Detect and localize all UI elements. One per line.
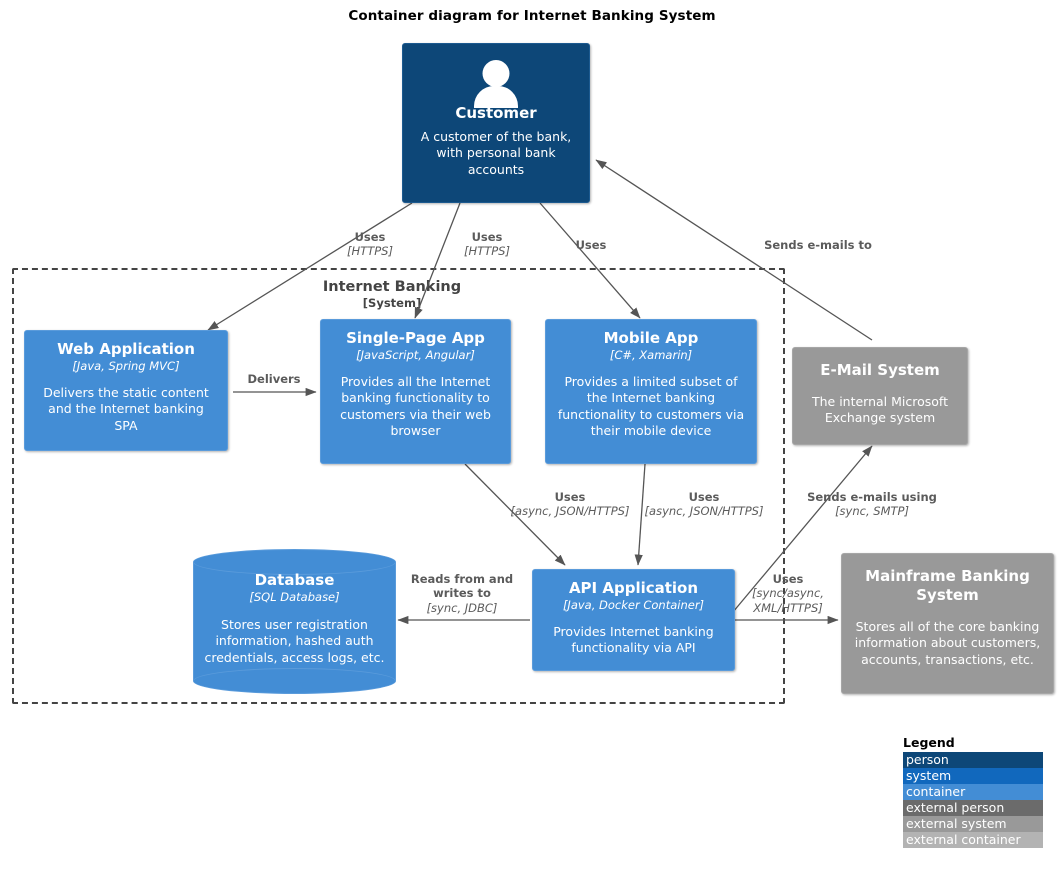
edge-label-main: Reads from and writes to (410, 572, 514, 601)
node-mainframe-banking-system-name: Mainframe Banking System (865, 567, 1030, 604)
node-mobile-app-name: Mobile App (603, 329, 699, 347)
node-database[interactable]: Database [SQL Database] Stores user regi… (193, 549, 396, 694)
person-icon (474, 60, 518, 108)
node-single-page-app-description: Provides all the Internet banking functi… (340, 373, 491, 439)
node-web-application[interactable]: Web Application [Java, Spring MVC] Deliv… (24, 330, 228, 451)
legend-item-person: person (903, 752, 1043, 768)
edge-label-main: Uses (688, 490, 720, 504)
boundary-type: [System] (362, 296, 422, 311)
edge-label-tech: [async, JSON/HTTPS] (644, 504, 764, 519)
legend-item-container: container (903, 784, 1043, 800)
edge-label-tech: [sync, JDBC] (426, 600, 498, 615)
edge-label-customer-mobile: Uses (550, 238, 632, 252)
edge-label-api-email: Sends e-mails using [sync, SMTP] (801, 490, 943, 519)
edge-label-customer-web: Uses [HTTPS] (329, 230, 411, 259)
edge-label-spa-api: Uses [async, JSON/HTTPS] (503, 490, 637, 519)
node-web-application-tech: [Java, Spring MVC] (72, 358, 180, 373)
node-single-page-app-name: Single-Page App (346, 329, 485, 347)
legend-item-external-container: external container (903, 832, 1043, 848)
edge-label-main: Uses (554, 490, 586, 504)
system-boundary-label: Internet Banking [System] (292, 278, 492, 311)
node-mobile-app-tech: [C#, Xamarin] (609, 347, 693, 362)
edge-label-tech: [HTTPS] (464, 244, 510, 259)
edge-label-main: Sends e-mails using (807, 490, 937, 504)
node-api-application-tech: [Java, Docker Container] (562, 597, 705, 612)
edge-label-tech: [HTTPS] (347, 244, 393, 259)
node-web-application-name: Web Application (57, 340, 195, 358)
legend-item-system: system (903, 768, 1043, 784)
edge-label-tech: [sync/async, XML/HTTPS] (752, 586, 824, 615)
edge-label-main: Uses (471, 230, 503, 244)
node-email-system[interactable]: E-Mail System The internal Microsoft Exc… (792, 347, 968, 445)
page-title: Container diagram for Internet Banking S… (348, 8, 716, 24)
node-database-name: Database (254, 571, 335, 589)
node-single-page-app[interactable]: Single-Page App [JavaScript, Angular] Pr… (320, 319, 511, 464)
node-mobile-app-description: Provides a limited subset of the Interne… (557, 373, 745, 439)
node-mainframe-banking-system-description: Stores all of the core banking informati… (854, 618, 1041, 667)
database-cylinder-top (193, 549, 396, 575)
node-customer-name: Customer (455, 104, 537, 122)
legend-title: Legend (903, 735, 955, 750)
database-content: Database [SQL Database] Stores user regi… (193, 571, 396, 666)
node-api-application-name: API Application (568, 579, 699, 597)
node-mobile-app[interactable]: Mobile App [C#, Xamarin] Provides a limi… (545, 319, 757, 464)
node-customer-description: A customer of the bank, with personal ba… (420, 128, 572, 177)
edge-label-api-database: Reads from and writes to [sync, JDBC] (400, 572, 524, 615)
edge-label-tech: [async, JSON/HTTPS] (510, 504, 630, 519)
database-cylinder-bottom (193, 668, 396, 694)
node-database-description: Stores user registration information, ha… (204, 616, 385, 665)
edge-label-web-spa: Delivers (234, 372, 314, 386)
node-api-application-description: Provides Internet banking functionality … (553, 623, 714, 656)
edge-label-main: Uses (575, 238, 607, 252)
legend-item-external-person: external person (903, 800, 1043, 816)
node-mainframe-banking-system[interactable]: Mainframe Banking System Stores all of t… (841, 553, 1054, 694)
edge-label-email-customer: Sends e-mails to (744, 238, 892, 252)
edge-label-customer-spa: Uses [HTTPS] (446, 230, 528, 259)
node-web-application-description: Delivers the static content and the Inte… (43, 384, 209, 433)
edge-label-main: Sends e-mails to (764, 238, 872, 252)
edge-label-mobile-api: Uses [async, JSON/HTTPS] (637, 490, 771, 519)
node-email-system-name: E-Mail System (820, 361, 940, 379)
edge-label-main: Uses (772, 572, 804, 586)
edge-label-main: Uses (354, 230, 386, 244)
node-single-page-app-tech: [JavaScript, Angular] (356, 347, 475, 362)
edge-label-api-mainframe: Uses [sync/async, XML/HTTPS] (740, 572, 836, 615)
edge-label-main: Delivers (247, 372, 301, 386)
node-api-application[interactable]: API Application [Java, Docker Container]… (532, 569, 735, 671)
database-cylinder-body (193, 562, 396, 681)
boundary-name: Internet Banking (322, 279, 462, 295)
node-database-tech: [SQL Database] (249, 589, 340, 604)
edge-label-tech: [sync, SMTP] (835, 504, 909, 519)
node-email-system-description: The internal Microsoft Exchange system (811, 393, 949, 426)
node-customer[interactable]: Customer A customer of the bank, with pe… (402, 43, 590, 203)
legend-item-external-system: external system (903, 816, 1043, 832)
